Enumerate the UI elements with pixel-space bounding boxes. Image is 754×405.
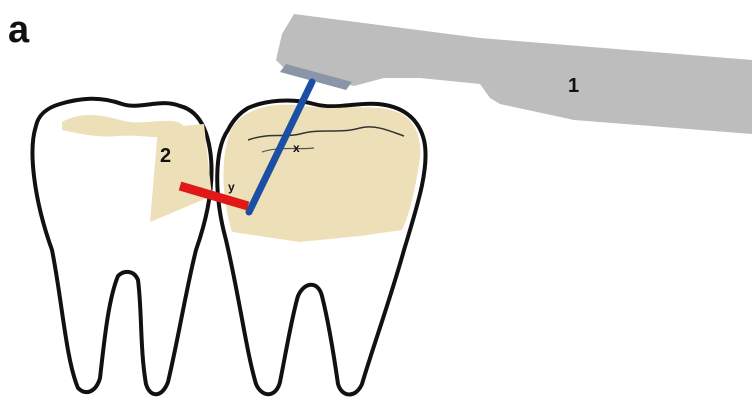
right-tooth-enamel bbox=[223, 105, 420, 242]
panel-label: a bbox=[8, 9, 30, 51]
instrument-label: 1 bbox=[568, 75, 579, 97]
left-tooth bbox=[33, 99, 212, 395]
y-label: y bbox=[228, 180, 235, 194]
x-label: x bbox=[293, 141, 300, 155]
right-tooth bbox=[217, 101, 425, 395]
restoration-label: 2 bbox=[160, 145, 171, 167]
